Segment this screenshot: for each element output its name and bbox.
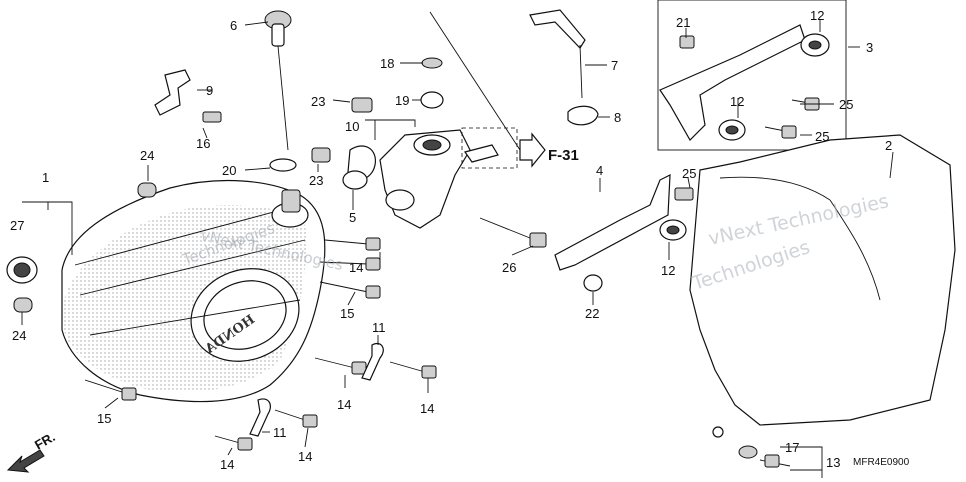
- side-guard: [689, 134, 956, 468]
- oil-dipstick: [264, 10, 297, 172]
- callout-23b: 23: [309, 173, 323, 188]
- callout-8: 8: [614, 110, 621, 125]
- guard-bracket: [554, 174, 694, 292]
- callout-10: 10: [345, 119, 359, 134]
- callout-26: 26: [502, 260, 516, 275]
- callout-15b: 15: [340, 306, 354, 321]
- callout-12c: 12: [661, 263, 675, 278]
- callout-14e: 14: [298, 449, 312, 464]
- callout-12b: 12: [730, 94, 744, 109]
- diagram-code: MFR4E0900: [853, 457, 910, 468]
- callout-14b: 14: [337, 397, 351, 412]
- leader-lines: [21, 20, 894, 478]
- callout-18: 18: [380, 56, 394, 71]
- callout-14c: 14: [420, 401, 434, 416]
- wire-clamps: [249, 342, 384, 437]
- front-label: FR.: [32, 429, 58, 452]
- callout-24b: 24: [12, 328, 26, 343]
- callout-27: 27: [10, 218, 24, 233]
- front-arrow: FR.: [6, 429, 58, 473]
- callout-14d: 14: [220, 457, 234, 472]
- callout-13: 13: [826, 455, 840, 470]
- callout-25a: 25: [839, 97, 853, 112]
- callout-1: 1: [42, 170, 49, 185]
- callout-2: 2: [885, 138, 892, 153]
- dowel-pin: [13, 182, 157, 313]
- flange-bolts: [84, 237, 437, 451]
- hose-clamp-bracket: [154, 69, 222, 123]
- callout-21: 21: [676, 15, 690, 30]
- callout-15a: 15: [97, 411, 111, 426]
- callout-23a: 23: [311, 94, 325, 109]
- mounting-plate: [657, 0, 847, 151]
- callout-9: 9: [206, 83, 213, 98]
- callout-25b: 25: [815, 129, 829, 144]
- callout-14a: 14: [349, 260, 363, 275]
- callout-19: 19: [395, 93, 409, 108]
- callout-5: 5: [349, 210, 356, 225]
- callout-24a: 24: [140, 148, 154, 163]
- reference-box: [461, 127, 546, 169]
- callout-20: 20: [222, 163, 236, 178]
- left-crankcase-cover: HONDA: [61, 179, 326, 403]
- callout-16: 16: [196, 136, 210, 151]
- shift-arm: [429, 9, 599, 151]
- callout-7: 7: [611, 58, 618, 73]
- callout-25c: 25: [682, 166, 696, 181]
- callout-11a: 11: [372, 320, 386, 335]
- small-parts-center: [311, 57, 547, 248]
- callout-4: 4: [596, 163, 603, 178]
- callout-11b: 11: [273, 425, 287, 440]
- callout-17: 17: [785, 440, 799, 455]
- oil-pump-case: [342, 129, 471, 229]
- callout-12a: 12: [810, 8, 824, 23]
- callout-3: 3: [866, 40, 873, 55]
- callout-22: 22: [585, 306, 599, 321]
- callout-numbers: 1 2 3 4 5 6 7 8 9 10 11 11 12 12 12 13 1…: [10, 8, 892, 472]
- reference-label: F-31: [548, 147, 579, 164]
- callout-6: 6: [230, 18, 237, 33]
- oil-seal: [6, 256, 38, 284]
